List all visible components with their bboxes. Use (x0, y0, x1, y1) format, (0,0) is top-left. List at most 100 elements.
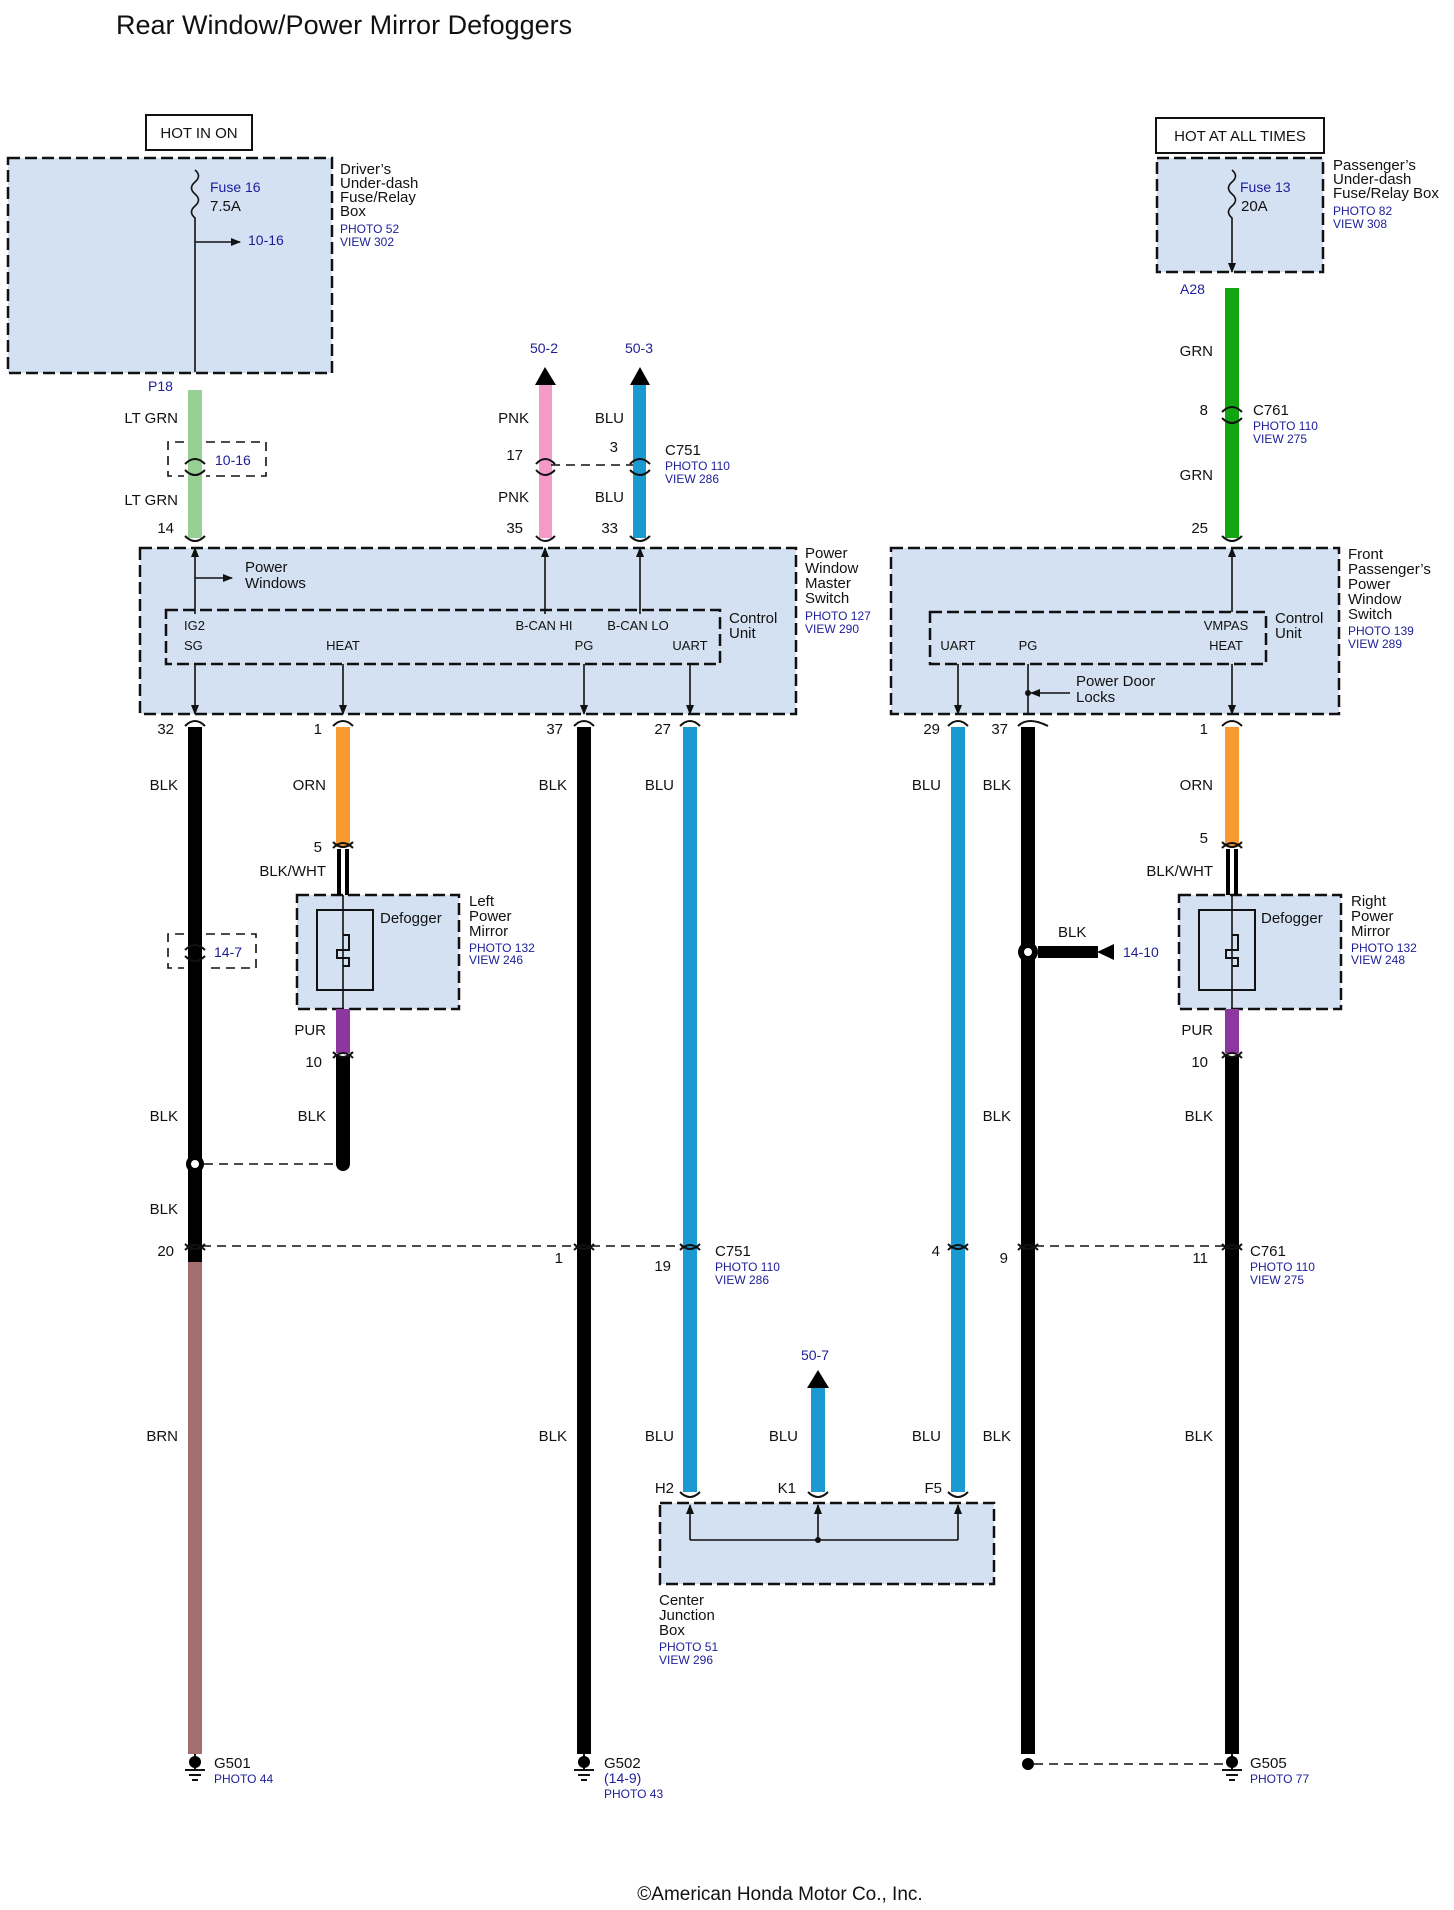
passenger-fuse-box: HOT AT ALL TIMES Passenger’s Under-dash … (1155, 117, 1439, 297)
pin-bcan-hi: B-CAN HI (515, 618, 572, 633)
c751-bot-photo: PHOTO 110 (715, 1260, 780, 1274)
wire-blk-32 (188, 727, 202, 1262)
wire-orn-right (1225, 727, 1239, 847)
ground-g505-icon (1226, 1756, 1238, 1768)
driver-fuse-box-name-4: Box (340, 203, 366, 220)
fp-switch-photo: PHOTO 139 (1348, 624, 1414, 638)
wire-pur-left (336, 1009, 350, 1053)
label-blk-left-b: BLK (298, 1108, 326, 1125)
wire-lt-grn (188, 390, 202, 538)
fp-switch-view: VIEW 289 (1348, 637, 1402, 651)
wire-grn (1225, 288, 1239, 538)
driver-fuse-box-name-3: Fuse/Relay (340, 189, 416, 206)
pin-bcan-lo: B-CAN LO (607, 618, 668, 633)
left-mirror-photo: PHOTO 132 (469, 941, 535, 955)
fuse-16-label: Fuse 16 (210, 179, 261, 195)
c761-bot-view: VIEW 275 (1250, 1273, 1304, 1287)
terminal-p18: P18 (148, 378, 173, 394)
pin-1-bottom: 1 (555, 1250, 563, 1267)
center-junction-box: Center Junction Box PHOTO 51 VIEW 296 (658, 1501, 996, 1667)
cjb-name-1: Center (659, 1592, 704, 1609)
terminal-a28: A28 (1180, 281, 1205, 297)
label-blu-k1: BLU (769, 1428, 798, 1445)
front-passenger-switch-box: Front Passenger’s Power Window Switch PH… (889, 546, 1431, 716)
wire-blk-left-mirror (336, 1056, 350, 1164)
pin-20: 20 (157, 1243, 174, 1260)
pin-29: 29 (923, 721, 940, 738)
label-grn-2: GRN (1180, 467, 1213, 484)
pin-14: 14 (157, 520, 174, 537)
pin-uart-fp: UART (940, 638, 975, 653)
wire-blu-top (633, 385, 646, 538)
pin-8: 8 (1200, 402, 1208, 419)
driver-fuse-box-name-1: Driver’s (340, 161, 391, 178)
ref-14-10: 14-10 (1123, 944, 1159, 960)
fuse-16-rating: 7.5A (210, 198, 241, 215)
label-blk-left-c: BLK (150, 1201, 178, 1218)
arrow-out-50-3: 50-3 (625, 340, 653, 356)
hot-at-all-times-label-box (1155, 117, 1325, 154)
left-defogger-element (316, 909, 374, 991)
arrow-out-50-7: 50-7 (801, 1347, 829, 1363)
label-blk-g505-b: BLK (1185, 1428, 1213, 1445)
label-orn-right: ORN (1180, 777, 1213, 794)
label-pur-right: PUR (1181, 1022, 1213, 1039)
right-mirror-name-3: Mirror (1351, 923, 1390, 940)
label-grn-1: GRN (1180, 343, 1213, 360)
cjb-photo: PHOTO 51 (659, 1640, 718, 1654)
ref-14-7: 14-7 (214, 944, 242, 960)
fp-switch-name-2: Passenger’s (1348, 561, 1431, 578)
label-blk-g505-a: BLK (983, 1428, 1011, 1445)
master-switch-name-1: Power (805, 545, 848, 562)
power-windows-label-1: Power (245, 559, 288, 576)
pass-fuse-box-name-2: Under-dash (1333, 171, 1411, 188)
label-blk-37: BLK (539, 777, 567, 794)
hot-at-all-times-label: HOT AT ALL TIMES (1174, 128, 1306, 145)
fp-control-unit-1: Control (1275, 610, 1323, 627)
left-defogger-label: Defogger (380, 910, 442, 927)
wire-brn (188, 1262, 202, 1754)
pin-f5: F5 (924, 1480, 942, 1497)
fuse-13-label: Fuse 13 (1240, 179, 1291, 195)
pin-ig2: IG2 (184, 618, 205, 633)
master-switch-name-4: Switch (805, 590, 849, 607)
pass-fuse-box-photo: PHOTO 82 (1333, 204, 1392, 218)
label-brn: BRN (146, 1428, 178, 1445)
label-lt-grn-2: LT GRN (124, 492, 178, 509)
left-mirror-box: Defogger Left Power Mirror PHOTO 132 VIE… (295, 893, 535, 1011)
pin-5-right: 5 (1200, 830, 1208, 847)
pin-10-left: 10 (305, 1054, 322, 1071)
label-blk-left-a: BLK (150, 1108, 178, 1125)
ref-labels: 50-2 50-3 50-7 10-16 14-7 14-10 (214, 340, 1159, 1363)
label-blu-27: BLU (645, 777, 674, 794)
label-blkwht-left: BLK/WHT (259, 863, 326, 880)
pin-heat-fp: HEAT (1209, 638, 1243, 653)
pin-1-right: 1 (1200, 721, 1208, 738)
pin-17: 17 (506, 447, 523, 464)
pin-uart-master: UART (672, 638, 707, 653)
pin-11: 11 (1192, 1250, 1208, 1267)
label-lt-grn-1: LT GRN (124, 410, 178, 427)
master-switch-box: Power Window Master Switch PHOTO 127 VIE… (138, 545, 871, 716)
pin-k1: K1 (778, 1480, 796, 1497)
left-mirror-view: VIEW 246 (469, 953, 523, 967)
door-locks-label-1: Power Door (1076, 673, 1155, 690)
right-mirror-box: Defogger Right Power Mirror PHOTO 132 VI… (1177, 893, 1417, 1011)
ground-g501-photo: PHOTO 44 (214, 1772, 273, 1786)
c751-bot-name: C751 (715, 1243, 751, 1260)
pin-4: 4 (932, 1243, 940, 1260)
hot-in-on-label-box (145, 114, 253, 151)
pin-pg-fp: PG (1019, 638, 1038, 653)
c761-top-photo: PHOTO 110 (1253, 419, 1318, 433)
door-locks-label-2: Locks (1076, 689, 1115, 706)
fuse-16-ref: 10-16 (248, 232, 284, 248)
pin-32: 32 (157, 721, 174, 738)
ground-g501-icon (189, 1756, 201, 1768)
master-control-unit-2: Unit (729, 625, 757, 642)
fp-control-unit-2: Unit (1275, 625, 1303, 642)
wires (167, 169, 1239, 1770)
pin-10-right: 10 (1191, 1054, 1208, 1071)
pin-5-left: 5 (314, 839, 322, 856)
ground-g502-name: G502 (604, 1755, 641, 1772)
